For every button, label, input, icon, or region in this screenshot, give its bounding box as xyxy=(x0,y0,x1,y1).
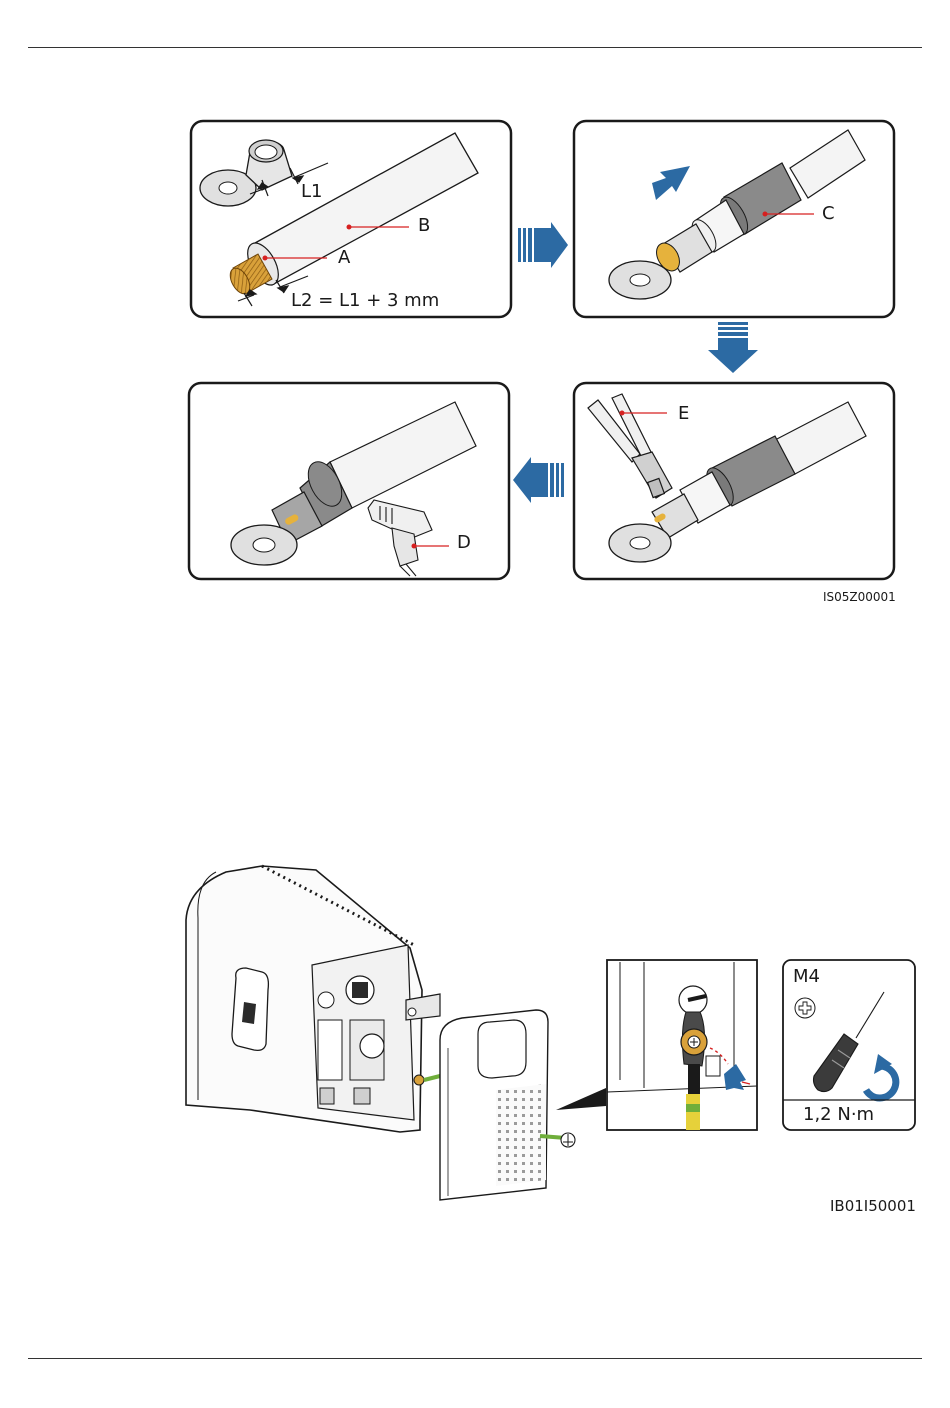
inverter-body xyxy=(186,866,440,1132)
figure-ground-connection: M4 1,2 N·m IB01I50001 xyxy=(186,866,916,1215)
figure1-code: IS05Z00001 xyxy=(823,590,896,604)
zoom-pointer xyxy=(556,1088,606,1110)
arrow-left-icon xyxy=(513,457,564,503)
panel-insert-lug: C xyxy=(574,121,894,317)
label-d: D xyxy=(457,532,471,553)
inverter-cover xyxy=(440,1010,575,1200)
arrow-right-icon xyxy=(518,222,568,268)
label-e: E xyxy=(678,403,689,424)
figure2-code: IB01I50001 xyxy=(830,1197,916,1215)
panel-crimp-tool: E xyxy=(574,383,894,579)
panel-heat-shrink: D xyxy=(189,383,509,579)
bolt-size-label: M4 xyxy=(793,966,820,987)
phillips-head-icon xyxy=(795,998,815,1018)
l2-formula-label: L2 = L1 + 3 mm xyxy=(291,290,439,311)
detail-ground-terminal xyxy=(607,960,757,1130)
label-b: B xyxy=(418,215,430,236)
label-c: C xyxy=(822,203,835,224)
panel-strip-cable: L1 L2 = L1 + 3 mm B A xyxy=(191,121,511,317)
l1-label: L1 xyxy=(301,181,322,202)
arrow-down-icon xyxy=(708,322,758,373)
torque-label: 1,2 N·m xyxy=(803,1104,874,1125)
label-a: A xyxy=(338,247,351,268)
figure-crimp-procedure: L1 L2 = L1 + 3 mm B A xyxy=(189,121,896,604)
detail-screwdriver: M4 1,2 N·m xyxy=(783,960,915,1130)
